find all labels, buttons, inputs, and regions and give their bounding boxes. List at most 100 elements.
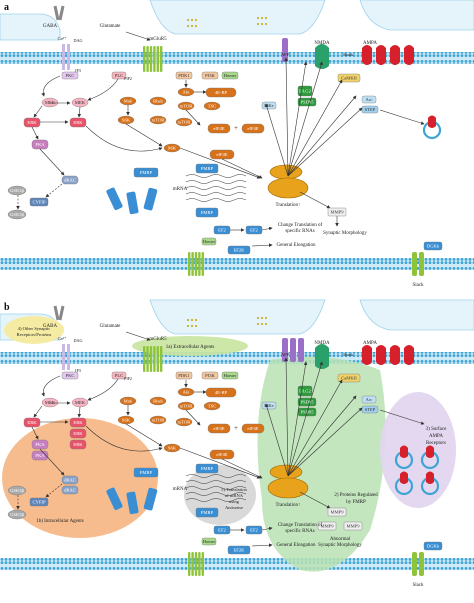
- step-ampa-arrow: [379, 109, 425, 125]
- tsc-node-label: TSC: [208, 104, 216, 109]
- erk-node-label: ERK: [73, 420, 83, 425]
- plc-node-label: PLC: [115, 73, 123, 78]
- calcium-channel: [67, 344, 70, 370]
- presynaptic-membrane: [359, 0, 474, 31]
- pdk1-node-label: PDK1: [178, 373, 190, 378]
- erk-node: [23, 117, 41, 128]
- calcium-channel: [62, 44, 65, 70]
- homer-node-label: Homer: [203, 239, 216, 244]
- plc-mek-arrow: [87, 378, 119, 401]
- fmrp-node: [195, 163, 219, 174]
- glutamate-label: Glutamate: [100, 324, 122, 329]
- ef2-node-label: EF2: [218, 228, 226, 233]
- mrna-strand: [185, 474, 247, 478]
- pkc-node-label: PKC: [66, 73, 75, 78]
- bottom-receptor-helix: [188, 252, 191, 276]
- mtor-arrow: [185, 409, 201, 426]
- fmrp-node: [126, 191, 139, 215]
- mglur5-helix: [160, 46, 163, 72]
- fmrp-node-label: FMRP: [201, 510, 214, 515]
- abnormal-label: Abnormal: [330, 537, 351, 542]
- translation-target-arrow: [287, 107, 363, 177]
- homer-node: [221, 371, 239, 380]
- ampa-receptor: [426, 471, 434, 484]
- cyfip-node-label: CYFIP: [32, 500, 45, 505]
- plc-node-label: PLC: [115, 373, 123, 378]
- region-3-label: 3) Surface: [426, 427, 447, 432]
- pka-drac-arrow: [39, 148, 65, 176]
- ef2-translation-arrow: [261, 226, 273, 231]
- glutamate-dot: [190, 318, 194, 322]
- mmp9-node-label: MMP9: [330, 210, 344, 215]
- mek-node-label: MEK: [75, 100, 86, 105]
- ribosome-icon: [267, 177, 309, 199]
- bottom-receptor-helix: [201, 552, 204, 576]
- gaba-label: GABA: [43, 24, 58, 29]
- mmp9-node: [317, 521, 337, 531]
- calcium-label: Ca²⁺: [58, 336, 67, 341]
- ampa-receptor: [362, 45, 372, 65]
- pka-drac-arrow: [39, 448, 65, 476]
- mglur5-helix: [149, 346, 153, 372]
- change-translation-label: specific RNAs: [285, 229, 314, 234]
- arc-node-label: Arc: [366, 97, 373, 102]
- drac-cyfip-arrow: [45, 183, 63, 198]
- mrna-strand: [185, 174, 247, 178]
- postsynaptic-membrane-top: [0, 52, 474, 64]
- mglur5-label: mGluR5: [149, 337, 167, 342]
- tsc-node-label: TSC: [208, 404, 216, 409]
- dlg2-node: [297, 85, 313, 97]
- abnormal-label: Synaptic Morphology: [318, 543, 362, 548]
- translation-target-arrow: [287, 361, 323, 477]
- mrna-label: mRNA: [173, 487, 188, 492]
- ef2k-arrow: [251, 243, 273, 247]
- region-2-label: by FMRP: [346, 500, 366, 505]
- step-ampa-arrow: [379, 409, 425, 425]
- s6k-translation-arrow: [179, 147, 261, 179]
- eif4e-node: [241, 123, 265, 134]
- dag-label: DAG: [73, 338, 82, 343]
- eif4e-translation-arrow: [221, 458, 263, 479]
- homer-node-label: Homer: [224, 373, 237, 378]
- bottom-receptor-helix: [191, 552, 194, 576]
- s6k-node-label: S6K: [122, 118, 131, 123]
- drac-node-label: dRAC: [64, 478, 76, 483]
- pip2-label: PIP2: [124, 376, 132, 381]
- bottom-receptor-helix: [191, 252, 194, 276]
- presynaptic-membrane: [149, 0, 326, 35]
- ip3-label: IP3: [75, 368, 81, 373]
- ef2k-arrow: [251, 543, 273, 547]
- pike-node-label: PIKe: [264, 103, 273, 108]
- change-translation-label: Change Translation of: [278, 223, 323, 228]
- eif4e-node: [207, 123, 231, 134]
- mglur5-helix: [156, 346, 159, 372]
- ampa-receptor: [400, 471, 408, 484]
- glutamate-dot: [190, 24, 194, 28]
- erk-node-label: ERK: [73, 431, 83, 436]
- arc-node-label: Arc: [366, 397, 373, 402]
- mtor-node-label: mTOR: [178, 420, 192, 425]
- translation-target-arrow: [265, 403, 289, 477]
- arc-node: [361, 95, 377, 104]
- glutamate-arrow: [125, 31, 151, 41]
- shank-label: Shank: [343, 352, 353, 357]
- fmrp-node-label: FMRP: [140, 470, 153, 475]
- glutamate-dot: [256, 16, 260, 20]
- mek-erk-arrow: [77, 406, 82, 418]
- dlg2-node-label: DLG2: [299, 89, 311, 94]
- app-receptor: [282, 38, 288, 62]
- app-label: APP: [281, 52, 290, 57]
- glutamate-dot: [190, 18, 194, 22]
- calcium-channel: [62, 344, 65, 370]
- fmrp-node: [195, 463, 219, 474]
- ampa-receptor: [404, 345, 414, 365]
- fmrp-node: [133, 467, 159, 478]
- glutamate-dot: [260, 316, 264, 320]
- region-5-label: of mRNA: [225, 493, 244, 498]
- general-elongation-label: General Elongation: [276, 243, 316, 248]
- translation-label: Translation↑: [275, 503, 300, 508]
- glutamate-dot: [264, 322, 268, 326]
- slack-channel: [412, 552, 417, 576]
- region-3-label: Receptors: [426, 441, 446, 446]
- pi3k-node: [201, 371, 219, 380]
